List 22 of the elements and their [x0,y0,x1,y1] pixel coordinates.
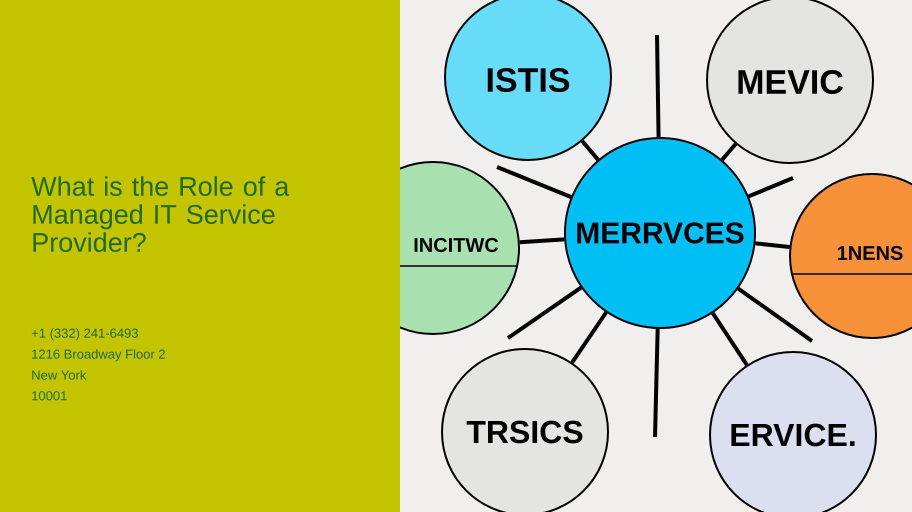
contact-text: New York [32,370,86,380]
connector-line [506,286,582,340]
contact-text: 1216 Broadway Floor 2 [32,349,165,362]
connector-line [570,311,608,364]
circle-node: ERVICE. [709,351,877,512]
connector-line [755,241,790,250]
connector-line [496,165,572,199]
connector-line [653,328,660,438]
circle-node: MERRVCES [564,137,756,329]
contact-text: +1 (332) 241-6493 [32,328,138,340]
title: What is the Role of a Managed IT Service Provider? [31,176,290,252]
circle-node: 1NENS [789,173,912,339]
contact-text: 10001 [32,391,67,400]
connector-line [737,286,814,343]
connector-line [580,140,600,161]
circle-node: TRSICS [441,348,609,512]
connector-line [655,34,661,138]
connector-line [720,142,738,162]
connector-line [711,312,748,366]
connector-line [520,237,564,244]
connector-line [748,176,794,198]
circle-node: INCITWC [400,161,520,335]
